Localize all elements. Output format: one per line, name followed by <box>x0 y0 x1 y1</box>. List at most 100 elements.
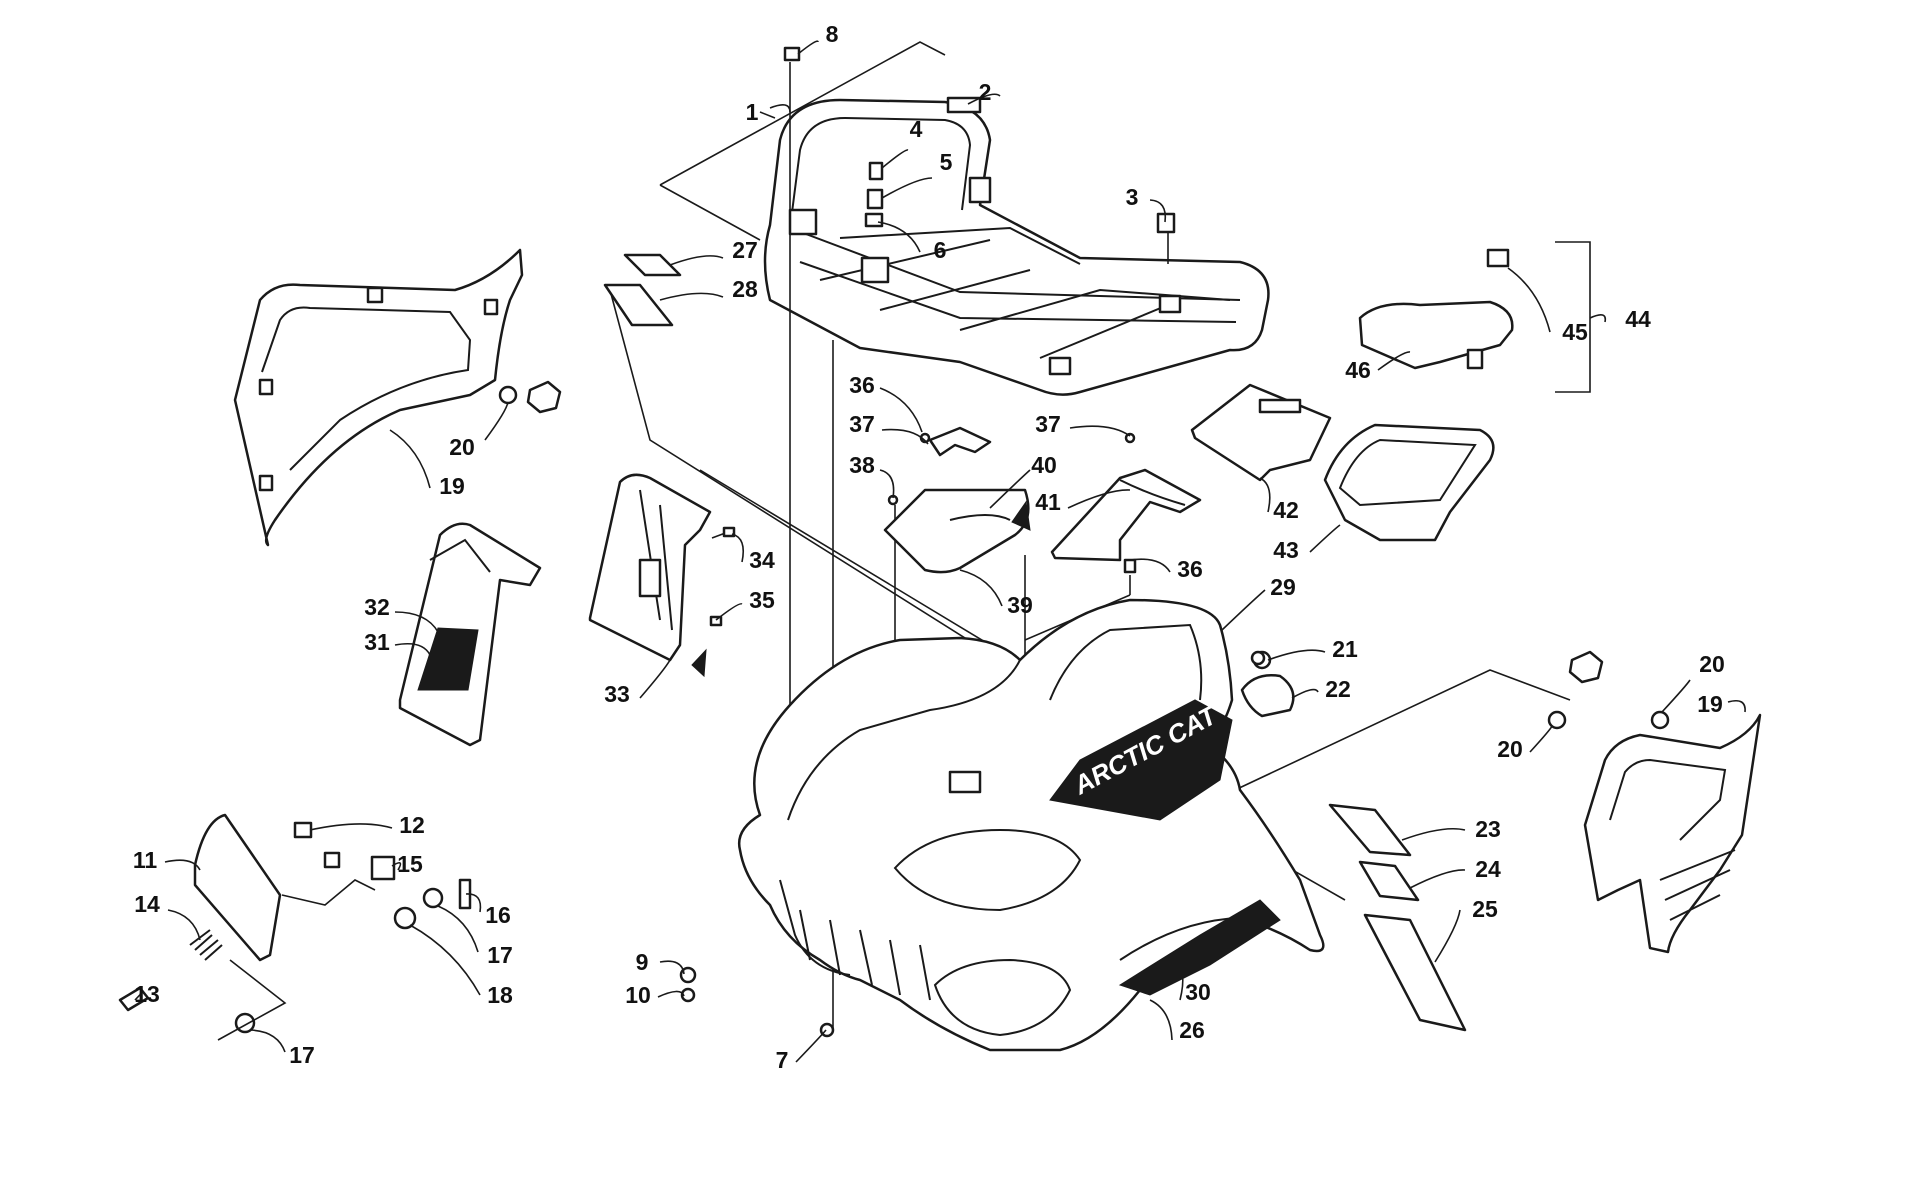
callout-number-40: 40 <box>1031 452 1057 478</box>
callout-number-12: 12 <box>399 812 425 838</box>
callout-number-45: 45 <box>1562 319 1588 345</box>
callout-number-25: 25 <box>1472 896 1498 922</box>
right-side-panel <box>1240 650 1762 954</box>
callout-number-9: 9 <box>636 949 649 975</box>
callout-leader <box>1149 999 1173 1041</box>
callout-number-11: 11 <box>133 847 158 873</box>
callout-leader <box>797 40 819 55</box>
callout-number-8: 8 <box>826 21 839 47</box>
callout-leader <box>1434 909 1461 963</box>
callout-leader <box>769 104 791 113</box>
callout-number-15: 15 <box>397 851 423 877</box>
storage-lid-44 <box>1358 248 1514 370</box>
callout-number-46: 46 <box>1345 357 1371 383</box>
callout-leader <box>167 909 201 941</box>
callout-number-37: 37 <box>849 411 875 437</box>
fender-insert-31 <box>398 522 542 747</box>
callout-number-43: 43 <box>1273 537 1299 563</box>
callout-number-38: 38 <box>849 452 875 478</box>
callout-leader <box>1259 477 1271 513</box>
front-body: ARCTIC CAT <box>737 598 1325 1052</box>
callout-number-33: 33 <box>604 681 630 707</box>
callout-leader <box>657 990 685 998</box>
callout-leader <box>731 533 745 563</box>
callout-leader <box>164 859 201 871</box>
callout-number-44: 44 <box>1625 306 1651 332</box>
callout-number-36: 36 <box>849 372 875 398</box>
callout-number-18: 18 <box>487 982 513 1008</box>
cover-42 <box>1190 383 1332 482</box>
callout-leader <box>639 659 671 699</box>
callout-number-14: 14 <box>134 891 160 917</box>
callout-leader <box>877 221 921 253</box>
callout-leader <box>1727 699 1746 713</box>
callout-leader <box>881 149 909 169</box>
bracket-33 <box>588 473 712 678</box>
callout-number-31: 31 <box>364 629 390 655</box>
callout-leader <box>659 960 685 975</box>
callout-number-37: 37 <box>1035 411 1061 437</box>
callout-number-10: 10 <box>625 982 651 1008</box>
callout-leader <box>715 603 743 621</box>
callout-number-23: 23 <box>1475 816 1501 842</box>
callout-leader <box>465 893 482 913</box>
callout-number-7: 7 <box>776 1047 789 1073</box>
callout-number-42: 42 <box>1273 497 1299 523</box>
callout-leader <box>879 387 923 433</box>
callout-leader <box>484 401 509 441</box>
callout-leader <box>1221 589 1266 631</box>
callout-number-32: 32 <box>364 594 390 620</box>
decal-27-28 <box>603 253 682 327</box>
misc-fasteners <box>679 558 1266 1038</box>
callout-leader <box>1149 199 1167 223</box>
callout-leader <box>989 469 1031 509</box>
callout-leader <box>1067 489 1131 509</box>
callout-leader <box>134 990 144 1001</box>
callout-leader <box>249 1029 286 1053</box>
callout-number-20: 20 <box>1699 651 1725 677</box>
callout-number-29: 29 <box>1270 574 1296 600</box>
callout-number-17: 17 <box>289 1042 315 1068</box>
callout-leader <box>409 924 481 996</box>
callout-leader <box>659 292 724 301</box>
front-grille <box>799 909 931 1001</box>
callout-number-2: 2 <box>979 79 992 105</box>
callout-number-5: 5 <box>940 149 953 175</box>
callout-leader <box>1309 524 1341 553</box>
callout-leader <box>309 823 393 831</box>
callout-number-3: 3 <box>1126 184 1139 210</box>
callout-number-34: 34 <box>749 547 775 573</box>
callout-number-26: 26 <box>1179 1017 1205 1043</box>
callout-number-41: 41 <box>1035 489 1061 515</box>
callout-leader <box>437 905 479 953</box>
callout-leader <box>967 93 1001 105</box>
lid-bracket <box>1555 241 1591 393</box>
callout-leader <box>391 862 402 871</box>
callout-leader <box>1377 351 1411 371</box>
callout-number-17: 17 <box>487 942 513 968</box>
callout-leader <box>1291 688 1319 699</box>
rack-bracket <box>659 41 946 241</box>
callout-leader <box>1401 827 1466 841</box>
callout-leader <box>1267 649 1326 661</box>
callout-leader <box>1174 959 1184 1001</box>
callout-number-16: 16 <box>485 902 511 928</box>
callout-number-13: 13 <box>134 981 160 1007</box>
left-side-panel <box>233 248 562 547</box>
callout-number-19: 19 <box>439 473 465 499</box>
rear-rack <box>763 96 1270 396</box>
callout-leader <box>1661 679 1691 713</box>
callout-leader <box>1589 314 1607 323</box>
callout-number-30: 30 <box>1185 979 1211 1005</box>
callout-number-4: 4 <box>910 116 923 142</box>
callout-leader <box>389 429 431 489</box>
callout-leader <box>959 569 1003 607</box>
headlight-assembly <box>118 813 472 1041</box>
callout-number-28: 28 <box>732 276 758 302</box>
callout-number-6: 6 <box>934 237 947 263</box>
callout-leader <box>394 611 439 633</box>
callout-number-21: 21 <box>1332 636 1358 662</box>
callout-number-35: 35 <box>749 587 775 613</box>
callout-number-39: 39 <box>1007 592 1033 618</box>
